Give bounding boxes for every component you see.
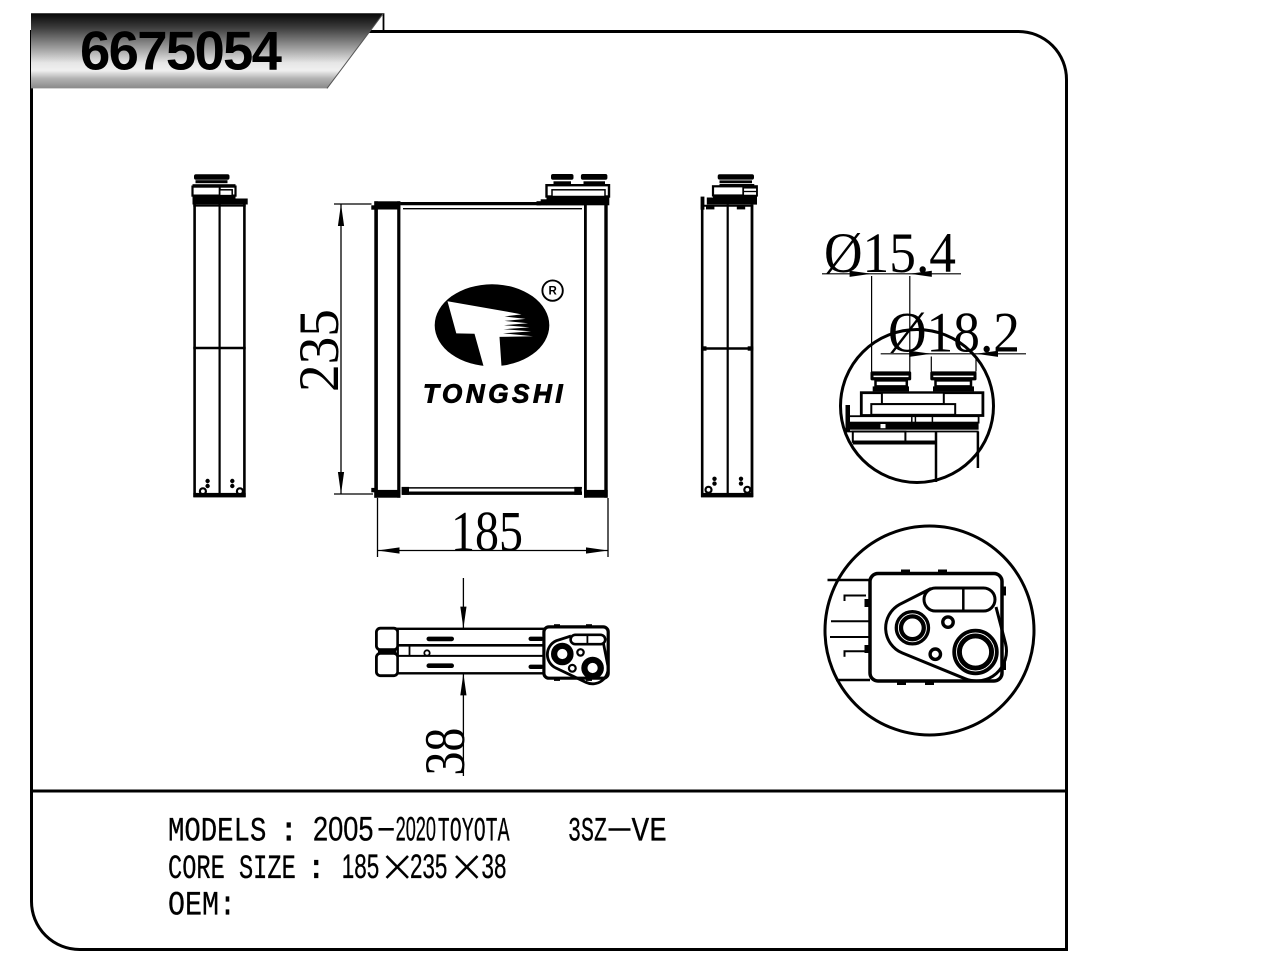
svg-text:OEM:: OEM: — [168, 887, 236, 925]
svg-text:235: 235 — [410, 848, 447, 886]
svg-text:Ø15.4: Ø15.4 — [824, 221, 956, 284]
svg-text:TOYOTA: TOYOTA — [438, 813, 510, 851]
svg-text:38: 38 — [482, 848, 507, 886]
svg-text:VE: VE — [632, 813, 667, 851]
svg-text:235: 235 — [288, 309, 351, 392]
svg-text:185: 185 — [451, 501, 523, 564]
svg-text:185: 185 — [342, 848, 379, 886]
svg-text:Ø18.2: Ø18.2 — [888, 301, 1020, 364]
svg-text:TONGSHI: TONGSHI — [423, 379, 566, 409]
svg-text::: : — [279, 813, 299, 851]
svg-text:2005: 2005 — [313, 809, 373, 848]
svg-text:MODELS: MODELS — [168, 813, 266, 852]
svg-text:6675054: 6675054 — [80, 21, 283, 82]
svg-text:38: 38 — [414, 728, 477, 776]
svg-text:3SZ: 3SZ — [568, 812, 607, 851]
svg-text:CORE SIZE: CORE SIZE — [168, 850, 296, 888]
svg-text::: : — [306, 851, 326, 889]
svg-text:R: R — [548, 286, 557, 298]
svg-text:2020: 2020 — [396, 809, 436, 848]
